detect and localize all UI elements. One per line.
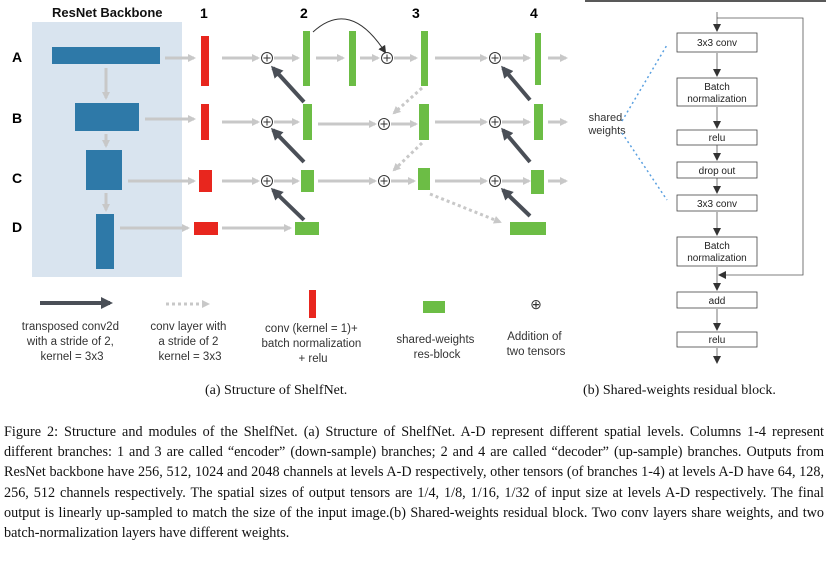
conv1x1-a	[201, 36, 209, 86]
res-block-2d	[295, 222, 319, 235]
layer-conv-2-label: 3x3 conv	[697, 199, 737, 210]
res-block-3a-pre	[349, 31, 356, 86]
addition-node	[489, 52, 501, 64]
backbone-block-b	[75, 103, 139, 131]
res-block-3b	[419, 104, 429, 140]
column-header-4: 4	[530, 5, 538, 21]
skip-connection	[312, 18, 387, 54]
addition-node	[378, 175, 390, 187]
shared-weights-link	[621, 44, 668, 122]
res-block-4d	[510, 222, 546, 235]
layer-relu-1-label: relu	[709, 133, 726, 144]
shared-weights-link	[621, 132, 668, 201]
legend-strided-label: conv layer with a stride of 2 kernel = 3…	[150, 321, 229, 363]
transposed-conv-arrow	[501, 65, 532, 102]
legend-transposed-label: transposed conv2d with a stride of 2, ke…	[22, 321, 122, 363]
transposed-conv-arrow	[270, 65, 306, 104]
legend-addition-symbol: ⊕	[530, 296, 542, 312]
level-label-d: D	[12, 219, 22, 235]
strided-conv-arrow	[429, 192, 502, 224]
legend-shared-block	[423, 301, 445, 313]
res-block-3c	[418, 168, 430, 190]
residual-skip	[717, 17, 804, 279]
transposed-conv-arrow	[500, 187, 532, 218]
layer-relu-1	[676, 129, 758, 146]
layer-add	[676, 291, 758, 309]
addition-node	[261, 116, 273, 128]
shelfnet-figure: ResNet Backbone 1 2 3 4 A B C D	[12, 0, 826, 365]
addition-node	[489, 116, 501, 128]
layer-conv-1-label: 3x3 conv	[697, 38, 737, 49]
conv1x1-d	[194, 222, 218, 235]
level-label-b: B	[12, 110, 22, 126]
res-block-2b	[303, 104, 312, 140]
subfigure-caption-b: (b) Shared-weights residual block.	[583, 383, 776, 398]
addition-node	[489, 175, 501, 187]
backbone-block-a	[52, 47, 160, 64]
legend-shared-label: shared-weights res-block	[396, 334, 477, 361]
layer-conv-1	[676, 32, 758, 53]
strided-conv-arrow	[392, 141, 424, 172]
layer-dropout	[676, 161, 758, 179]
level-label-c: C	[12, 170, 22, 186]
layer-add-label: add	[709, 296, 726, 307]
column-header-2: 2	[300, 5, 308, 21]
transposed-conv-arrow	[501, 127, 532, 164]
transposed-conv-arrow	[270, 127, 306, 164]
strided-conv-arrow	[392, 86, 423, 115]
shared-weights-label: shared weights	[587, 112, 626, 137]
res-block-4c	[531, 170, 544, 194]
addition-node	[381, 52, 393, 64]
layer-relu-2-label: relu	[709, 335, 726, 346]
res-block-4b	[534, 104, 543, 140]
layer-bn-2	[676, 236, 758, 267]
figure-caption: Figure 2: Structure and modules of the S…	[4, 424, 824, 542]
column-header-1: 1	[200, 5, 208, 21]
res-block-2a	[303, 31, 310, 86]
conv1x1-b	[201, 104, 209, 140]
layer-bn-1	[676, 77, 758, 107]
addition-node	[378, 118, 390, 130]
layer-relu-2	[676, 331, 758, 348]
legend-conv1x1-label: conv (kernel = 1)+ batch normalization +…	[262, 323, 365, 365]
legend-addition-label: Addition of two tensors	[507, 331, 566, 358]
legend-conv1x1	[309, 290, 316, 318]
transposed-conv-arrow	[270, 187, 306, 222]
level-label-a: A	[12, 49, 22, 65]
backbone-block-d	[96, 214, 114, 269]
subfigure-caption-a: (a) Structure of ShelfNet.	[205, 383, 348, 398]
conv1x1-c	[199, 170, 212, 192]
backbone-block-c	[86, 150, 122, 190]
res-block-3a	[421, 31, 428, 86]
layer-conv-2	[676, 194, 758, 212]
column-header-3: 3	[412, 5, 420, 21]
res-block-4a	[535, 33, 541, 85]
addition-node	[261, 52, 273, 64]
addition-node	[261, 175, 273, 187]
res-block-2c	[301, 170, 314, 192]
layer-dropout-label: drop out	[699, 166, 736, 177]
backbone-title: ResNet Backbone	[52, 5, 163, 20]
